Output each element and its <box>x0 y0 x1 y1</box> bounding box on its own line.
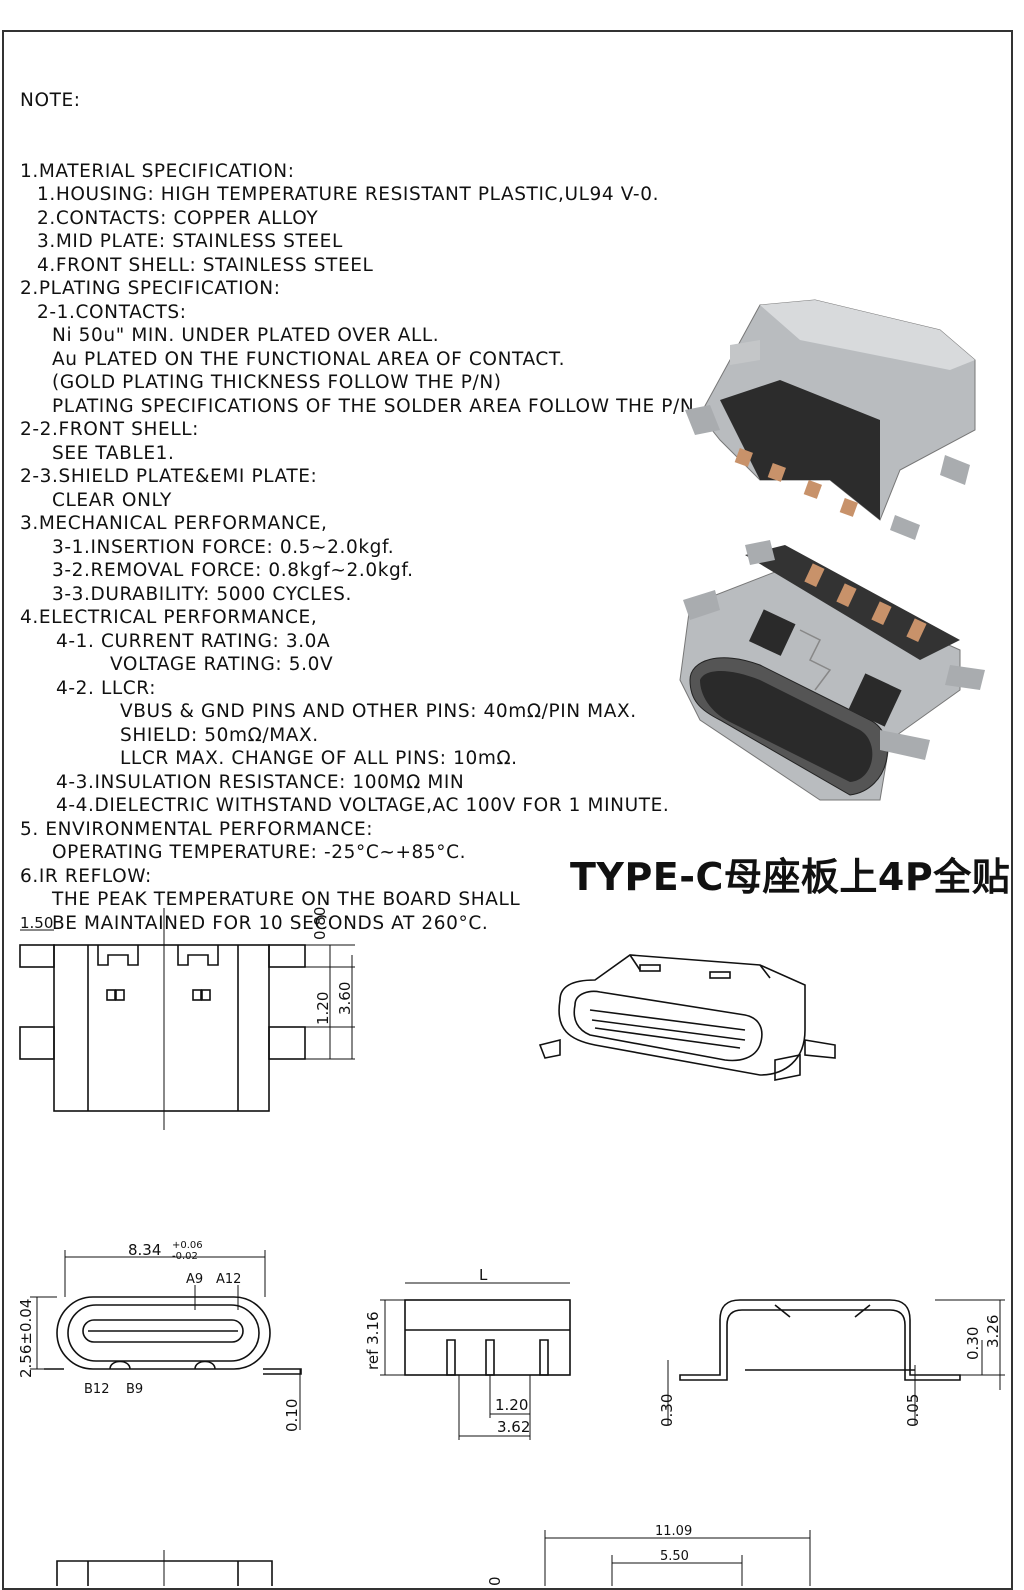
note-line: SHIELD: 50mΩ/MAX. <box>120 724 319 746</box>
note-line: 1.MATERIAL SPECIFICATION: <box>20 160 295 182</box>
dim-top-2: 0.80 <box>311 907 329 940</box>
dim-side-ref: ref 3.16 <box>364 1311 382 1370</box>
dim-front-width: 8.34 <box>128 1241 161 1259</box>
iso-line-drawing <box>538 954 836 1081</box>
front-view-drawing <box>30 1250 302 1430</box>
dim-front-bottom: 0.10 <box>283 1399 301 1432</box>
note-line: 6.IR REFLOW: <box>20 865 152 887</box>
note-line: 4-2. LLCR: <box>56 677 157 699</box>
note-line: 3.MID PLATE: STAINLESS STEEL <box>37 231 343 252</box>
pin-b9: B9 <box>126 1382 143 1397</box>
dim-bottom-2: 5.50 <box>660 1549 689 1564</box>
dim-side-length: L <box>479 1266 488 1284</box>
note-line: 4.FRONT SHELL: STAINLESS STEEL <box>37 254 374 276</box>
note-line: 4.ELECTRICAL PERFORMANCE, <box>20 607 318 628</box>
product-title: TYPE-C母座板上4P全贴 <box>570 855 1011 899</box>
dim-top-1: 1.50 <box>20 914 53 932</box>
note-line: OPERATING TEMPERATURE: -25°C~+85°C. <box>52 842 467 863</box>
dim-top-3: 1.20 <box>314 992 332 1025</box>
note-line: 2.PLATING SPECIFICATION: <box>20 278 281 299</box>
pin-a9: A9 <box>186 1272 203 1287</box>
dim-front-height: 2.56±0.04 <box>17 1299 35 1378</box>
note-line: 3-1.INSERTION FORCE: 0.5~2.0kgf. <box>52 536 395 558</box>
note-line: 2.CONTACTS: COPPER ALLOY <box>37 207 319 229</box>
dim-end-3: 0.30 <box>658 1394 676 1427</box>
note-line: 4-3.INSULATION RESISTANCE: 100MΩ MIN <box>56 771 465 793</box>
note-line: 1.HOUSING: HIGH TEMPERATURE RESISTANT PL… <box>37 184 660 205</box>
dim-end-4: 0.05 <box>904 1394 922 1427</box>
dim-top-4: 3.60 <box>336 982 354 1015</box>
note-line: PLATING SPECIFICATIONS OF THE SOLDER ARE… <box>52 395 695 417</box>
pin-a12: A12 <box>216 1272 241 1287</box>
note-line: Ni 50u" MIN. UNDER PLATED OVER ALL. <box>52 325 440 346</box>
dim-end-1: 0.30 <box>964 1327 982 1360</box>
note-line: 3.MECHANICAL PERFORMANCE, <box>20 513 328 534</box>
note-line: 3-2.REMOVAL FORCE: 0.8kgf~2.0kgf. <box>52 560 414 581</box>
dim-front-tol-minus: -0.02 <box>172 1251 198 1262</box>
note-line: 5. ENVIRONMENTAL PERFORMANCE: <box>20 818 374 840</box>
dim-end-2: 3.26 <box>984 1315 1002 1348</box>
dim-side-span: 3.62 <box>497 1418 530 1436</box>
note-line: VOLTAGE RATING: 5.0V <box>110 654 334 675</box>
note-line: 2-2.FRONT SHELL: <box>20 419 199 440</box>
note-line: (GOLD PLATING THICKNESS FOLLOW THE P/N) <box>52 372 502 393</box>
note-line: SEE TABLE1. <box>52 442 175 464</box>
note-line: LLCR MAX. CHANGE OF ALL PINS: 10mΩ. <box>120 748 518 769</box>
note-line: CLEAR ONLY <box>52 489 172 511</box>
connector-photo-top <box>685 299 976 540</box>
top-view-drawing <box>19 908 355 1130</box>
notes-heading: NOTE: <box>20 90 81 111</box>
note-line: VBUS & GND PINS AND OTHER PINS: 40mΩ/PIN… <box>120 701 637 722</box>
dim-side-pitch: 1.20 <box>495 1396 528 1414</box>
connector-photo-bottom <box>679 540 985 801</box>
bottom-partial-drawings <box>56 1530 811 1586</box>
note-line: 3-3.DURABILITY: 5000 CYCLES. <box>52 583 352 605</box>
note-line: THE PEAK TEMPERATURE ON THE BOARD SHALL <box>52 889 521 910</box>
dim-bottom-1: 11.09 <box>655 1524 692 1539</box>
dim-front-tol-plus: +0.06 <box>172 1240 203 1251</box>
dim-bottom-3: 0 <box>486 1576 504 1586</box>
side-view-drawing <box>380 1282 571 1440</box>
note-line: 4-1. CURRENT RATING: 3.0A <box>56 630 331 652</box>
note-line: 4-4.DIELECTRIC WITHSTAND VOLTAGE,AC 100V… <box>56 795 670 816</box>
note-line: Au PLATED ON THE FUNCTIONAL AREA OF CONT… <box>52 348 566 370</box>
pin-b12: B12 <box>84 1382 109 1397</box>
end-view-drawing <box>667 1299 1005 1425</box>
notes-lines: 1.MATERIAL SPECIFICATION:1.HOUSING: HIGH… <box>20 160 694 936</box>
note-line: 2-1.CONTACTS: <box>37 301 187 323</box>
notes-block: NOTE: 1.MATERIAL SPECIFICATION:1.HOUSING… <box>20 42 694 959</box>
note-line: 2-3.SHIELD PLATE&EMI PLATE: <box>20 466 318 487</box>
note-line: BE MAINTAINED FOR 10 SECONDS AT 260°C. <box>52 912 489 934</box>
